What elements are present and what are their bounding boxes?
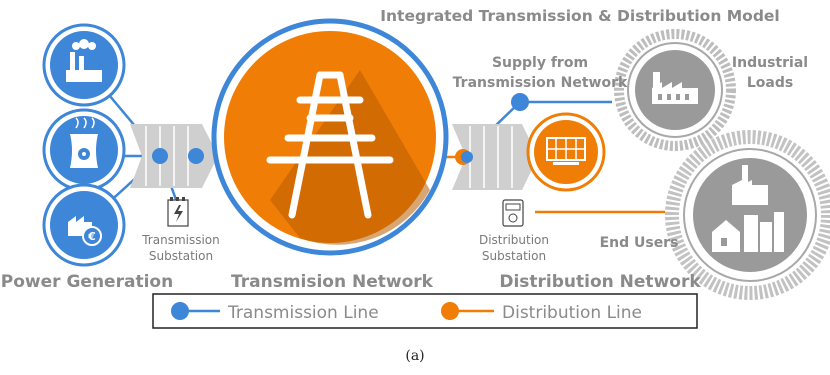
transmission-network-label: Transmision Network <box>231 272 434 292</box>
distribution-network-label: Distribution Network <box>499 272 701 292</box>
solar-panel-icon <box>546 137 586 165</box>
end-users-node <box>665 130 830 300</box>
nuclear-plant-icon <box>70 117 98 168</box>
renewable-plant-icon: € <box>68 216 102 246</box>
legend-transmission-line: Transmission Line <box>171 302 379 323</box>
supply-label-2: Transmission Network <box>453 75 628 91</box>
distribution-substation-block <box>452 124 538 190</box>
junction-dot <box>152 148 168 164</box>
power-generation-label: Power Generation <box>1 272 173 292</box>
industrial-loads-label-2: Loads <box>747 75 793 91</box>
generator-nuclear <box>42 108 126 192</box>
transmission-substation-block <box>130 124 218 188</box>
junction-dot <box>461 151 473 163</box>
industrial-loads-label-1: Industrial <box>732 55 808 71</box>
legend: Transmission Line Distribution Line <box>152 293 698 329</box>
svg-text:€: € <box>87 230 96 243</box>
legend-transmission-label: Transmission Line <box>227 303 379 323</box>
end-users-label: End Users <box>600 235 679 251</box>
transmission-substation-label-2: Substation <box>149 249 213 263</box>
legend-distribution-line: Distribution Line <box>441 302 642 323</box>
transmission-tower-icon <box>266 71 394 219</box>
meter-icon <box>502 199 524 227</box>
generator-factory <box>42 23 126 107</box>
generator-renewable: € <box>42 183 126 267</box>
legend-distribution-label: Distribution Line <box>502 303 642 323</box>
transformer-icon <box>167 197 189 227</box>
distribution-solar-node <box>526 112 606 192</box>
supply-label-1: Supply from <box>492 55 588 71</box>
diagram-title: Integrated Transmission & Distribution M… <box>380 7 780 25</box>
city-buildings-icon <box>712 165 784 252</box>
junction-dot <box>511 93 529 111</box>
distribution-substation-label-2: Substation <box>482 249 546 263</box>
transmission-network-node <box>211 18 449 256</box>
industrial-loads-node <box>614 29 736 151</box>
transmission-substation-label-1: Transmission <box>141 233 220 247</box>
distribution-substation-label-1: Distribution <box>479 233 549 247</box>
figure-caption: (a) <box>405 348 424 364</box>
junction-dot <box>188 148 204 164</box>
industrial-factory-icon <box>652 72 698 104</box>
factory-icon <box>66 39 102 82</box>
